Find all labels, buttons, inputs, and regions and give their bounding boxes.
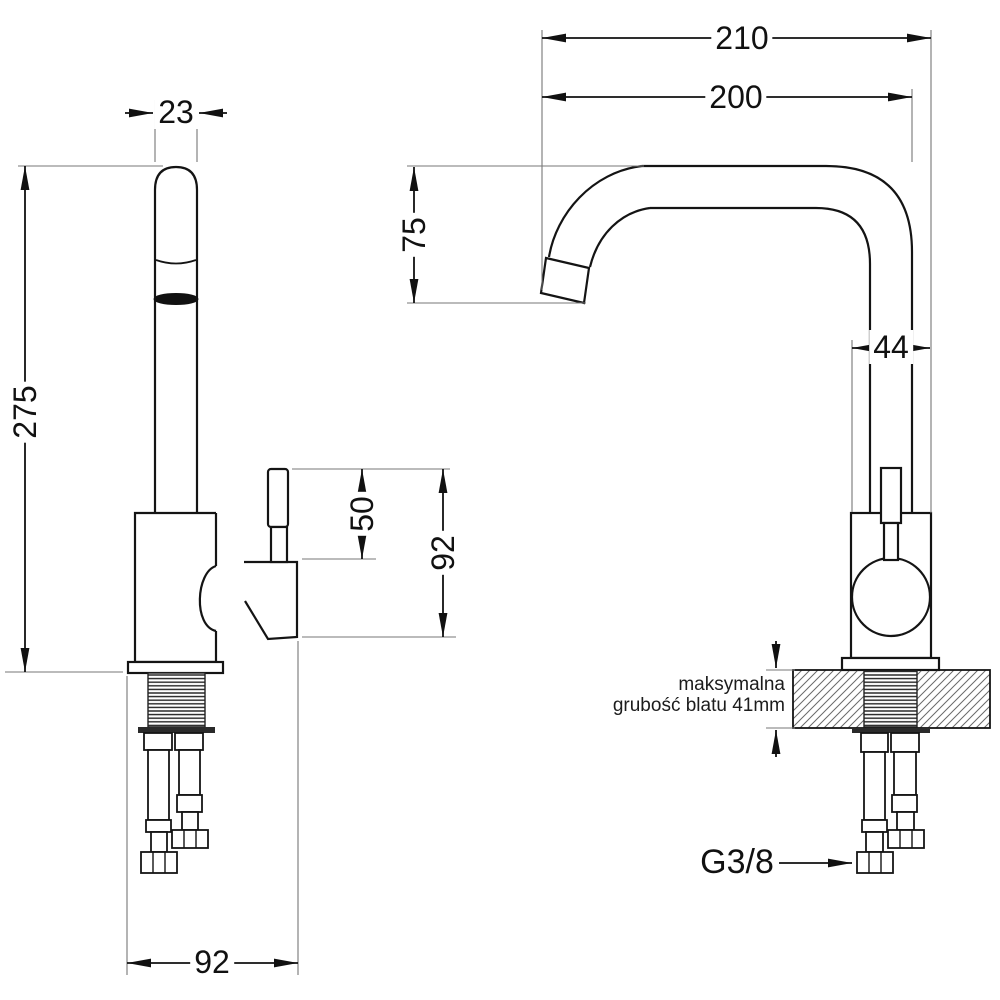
front-base-plate [840,656,941,672]
side-view [126,165,299,874]
countertop [792,669,991,733]
aerator-outlet [153,293,199,305]
dim-200-label: 200 [705,80,767,114]
dim-50-label: 50 [344,492,380,536]
side-hoses [140,732,209,874]
front-hose-right [887,732,925,849]
spout-outlet-tip [539,256,591,305]
front-hoses [856,732,925,874]
side-base [126,660,225,733]
front-view [539,164,991,874]
mounting-washer [138,727,215,733]
hose-nut [887,829,925,849]
front-handle-ball [850,556,932,638]
hose-nut [140,851,178,874]
countertop-thickness-note: maksymalna grubość blatu 41mm [613,674,785,716]
countertop-note-line2: grubość blatu 41mm [612,695,785,716]
mounting-thread [147,672,206,728]
dim-92-base-label: 92 [190,945,234,979]
counter-washer [852,728,930,733]
dim-210-label: 210 [711,21,773,55]
dim-275-label: 275 [7,381,43,443]
dim-75-label: 75 [396,213,432,257]
side-body [133,511,218,664]
thread-through-counter [863,670,918,728]
valve-housing-bulge [198,564,217,633]
front-hose-left [856,732,894,874]
front-body [840,466,941,672]
g38-thread-label: G3/8 [700,843,774,881]
side-hose-right [171,732,209,849]
side-handle [244,467,299,641]
extension-lines [5,30,932,975]
countertop-note-line1: maksymalna [678,674,785,695]
side-hose-left [140,732,178,874]
side-handle-lever [266,467,290,564]
dim-23-label: 23 [154,95,198,129]
front-handle-lever [879,466,903,562]
front-spout [539,164,914,513]
dim-92-handle-label: 92 [425,531,461,575]
hose-nut-g38 [856,851,894,874]
dim-44-label: 44 [869,330,913,364]
side-spout-tube [153,165,199,513]
hose-nut [171,829,209,849]
